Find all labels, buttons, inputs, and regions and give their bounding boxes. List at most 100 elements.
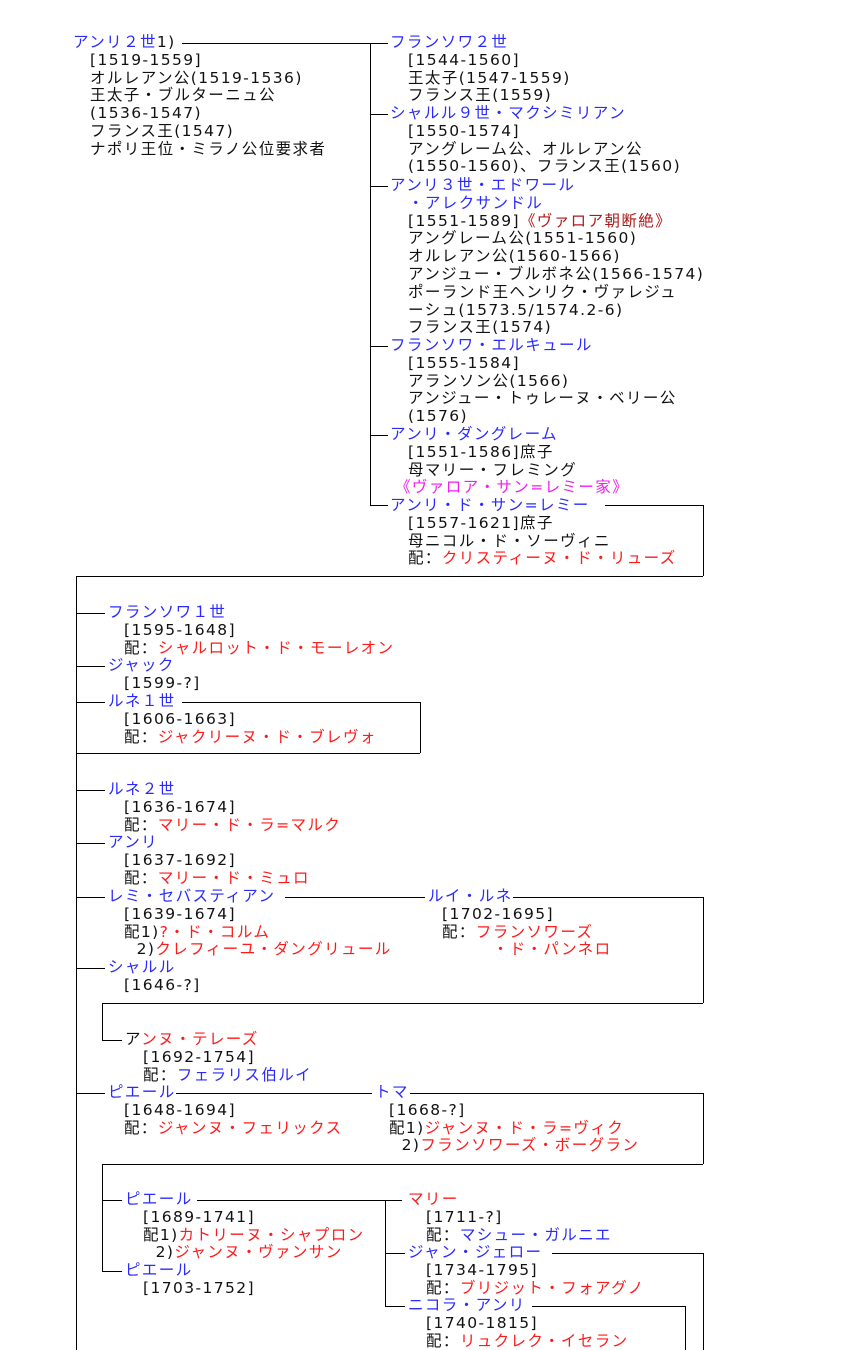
text-segment: フランス王(1559) [408,86,553,105]
connector-line [76,753,77,1350]
connector-line [513,897,703,898]
person-detail: アンジュー・トゥレーヌ・ベリー公 [390,389,677,408]
text-segment: アンリ３世・エドワール [390,176,576,194]
connector-line [182,702,420,703]
text-segment: ジャック [108,656,175,674]
person-detail: アンジュー・ブルボネ公(1566-1574) [390,264,705,284]
connector-line [685,1306,686,1350]
person-entry: アンリ[1637-1692]配：マリー・ド・ミュロ [108,833,310,887]
text-segment: ピエール [125,1261,193,1279]
text-segment: リュクレク・イセラン [459,1331,629,1350]
text-segment: ?・ド・コルム [159,922,271,941]
text-segment: アランソン公(1566) [408,371,570,390]
connector-line [76,968,105,969]
person-detail: 配：リュクレク・イセラン [408,1331,629,1350]
person-detail: アングレーム公、オルレアン公 [390,139,681,159]
text-segment: 配： [143,1065,177,1084]
text-segment: ジャン・ジェロー [408,1243,543,1261]
person-entry: アンヌ・テレーズ[1692-1754]配：フェラリス伯ルイ [125,1030,312,1084]
person-detail: フランス王(1547) [73,121,326,141]
person-detail: [1550-1574] [390,122,681,141]
connector-line [102,1040,122,1041]
person-name: ルイ・ルネ [428,887,611,906]
person-detail: [1551-1589]《ヴァロア朝断絶》 [390,211,704,231]
connector-line [76,790,105,791]
person-detail: 2)クレフィーユ・ダングリュール [108,940,392,959]
person-name: 《ヴァロア・サン=レミー家》 [395,478,629,497]
text-segment: クレフィーユ・ダングリュール [155,940,392,959]
person-entry: フランソワ１世[1595-1648]配：シャルロット・ド・モーレオン [108,603,394,657]
text-segment: フランソワ１世 [108,603,227,621]
person-entry: ルネ１世[1606-1663]配：ジャクリーヌ・ド・ブレヴォ [108,692,377,746]
text-segment: [1557-1621]庶子 [408,513,554,532]
person-detail: オルレアン公(1519-1536) [73,69,326,88]
person-name: ピエール [125,1190,365,1209]
person-detail: ナポリ王位・ミラノ公位要求者 [73,139,327,159]
text-segment: [1544-1560] [408,50,520,69]
text-segment: アンジュー・ブルボネ公(1566-1574) [408,264,705,283]
connector-line [385,1253,405,1254]
person-detail: フランス王(1574) [390,318,704,337]
person-name: トマ [375,1083,639,1102]
text-segment: [1639-1674] [124,904,236,923]
text-segment: ナポリ王位・ミラノ公位要求者 [90,139,327,158]
person-name: フランソワ１世 [108,603,394,622]
text-segment: [1702-1695] [442,904,554,923]
connector-line [102,1164,103,1271]
person-detail: オルレアン公(1560-1566) [390,247,704,266]
text-segment: アンリ２世 [73,33,157,51]
person-entry: トマ[1668-?]配1)ジャンヌ・ド・ラ=ヴィク 2)フランソワーズ・ボーグラ… [375,1083,640,1155]
text-segment: ルネ１世 [108,692,176,710]
text-segment: ピエール [108,1083,176,1101]
person-detail: [1648-1694] [108,1101,342,1120]
text-segment: フランス王(1574) [408,318,553,337]
text-segment: フランソワーズ・ボーグラン [420,1136,640,1155]
text-segment: [1668-?] [389,1100,466,1119]
text-segment: [1703-1752] [143,1278,255,1297]
text-segment: ンヌ・テレーズ [141,1030,259,1048]
connector-line [532,1306,685,1307]
text-segment: 配： [124,727,158,746]
text-segment: 《ヴァロア朝断絶》 [519,211,673,230]
text-segment: ルネ２世 [108,780,176,798]
connector-line [76,576,77,753]
person-name: アンリ [108,833,310,852]
person-name: ルネ２世 [108,780,341,799]
person-name: フランソワ２世 [390,33,571,52]
person-entry: アンリ３世・エドワール・アレクサンドル[1551-1589]《ヴァロア朝断絶》ア… [390,176,705,337]
text-segment: [1692-1754] [143,1047,255,1066]
person-detail: 配：ブリジット・フォアグノ [408,1279,645,1298]
person-detail: [1599-?] [108,674,201,693]
text-segment: アングレーム公、オルレアン公 [408,139,643,158]
person-detail: 配：クリスティーヌ・ド・リューズ [390,549,677,568]
person-detail: 王太子・ブルターニュ公 [73,86,326,105]
text-segment: カトリーヌ・シャプロン [178,1225,365,1244]
text-segment: レミ・セバスティアン [108,887,276,905]
connector-line [370,186,388,187]
text-segment: 配： [124,815,158,834]
person-detail: [1519-1559] [73,51,326,70]
connector-line [76,613,105,614]
connector-line [370,43,371,505]
text-segment: 配1) [124,922,160,941]
person-entry: フランソワ２世[1544-1560]王太子(1547-1559)フランス王(15… [390,33,571,105]
text-segment: アンリ [108,833,159,851]
person-detail: 配1)?・ド・コルム [108,922,392,942]
person-name: レミ・セバスティアン [108,887,392,906]
text-segment: ・アレクサンドル [408,193,544,212]
person-detail: [1636-1674] [108,798,341,817]
person-entry: ピエール[1648-1694]配：ジャンヌ・フェリックス [108,1083,342,1137]
connector-line [703,897,704,1003]
text-segment: ・ド・パンネロ [442,940,612,959]
person-entry: シャルル[1646-?] [108,958,201,995]
text-segment: [1551-1589] [408,211,520,230]
text-segment: シャルル９世・マクシミリアン [390,104,626,122]
text-segment: 配： [124,1118,158,1137]
text-segment: フランス王(1547) [90,121,235,140]
person-detail: ・アレクサンドル [390,193,704,213]
text-segment: ピエール [125,1190,193,1208]
person-detail: 配1)ジャンヌ・ド・ラ=ヴィク [375,1119,639,1138]
person-detail: (1576) [390,407,677,426]
person-detail: 配1)カトリーヌ・シャプロン [125,1225,365,1245]
person-detail: ・ド・パンネロ [428,940,612,959]
